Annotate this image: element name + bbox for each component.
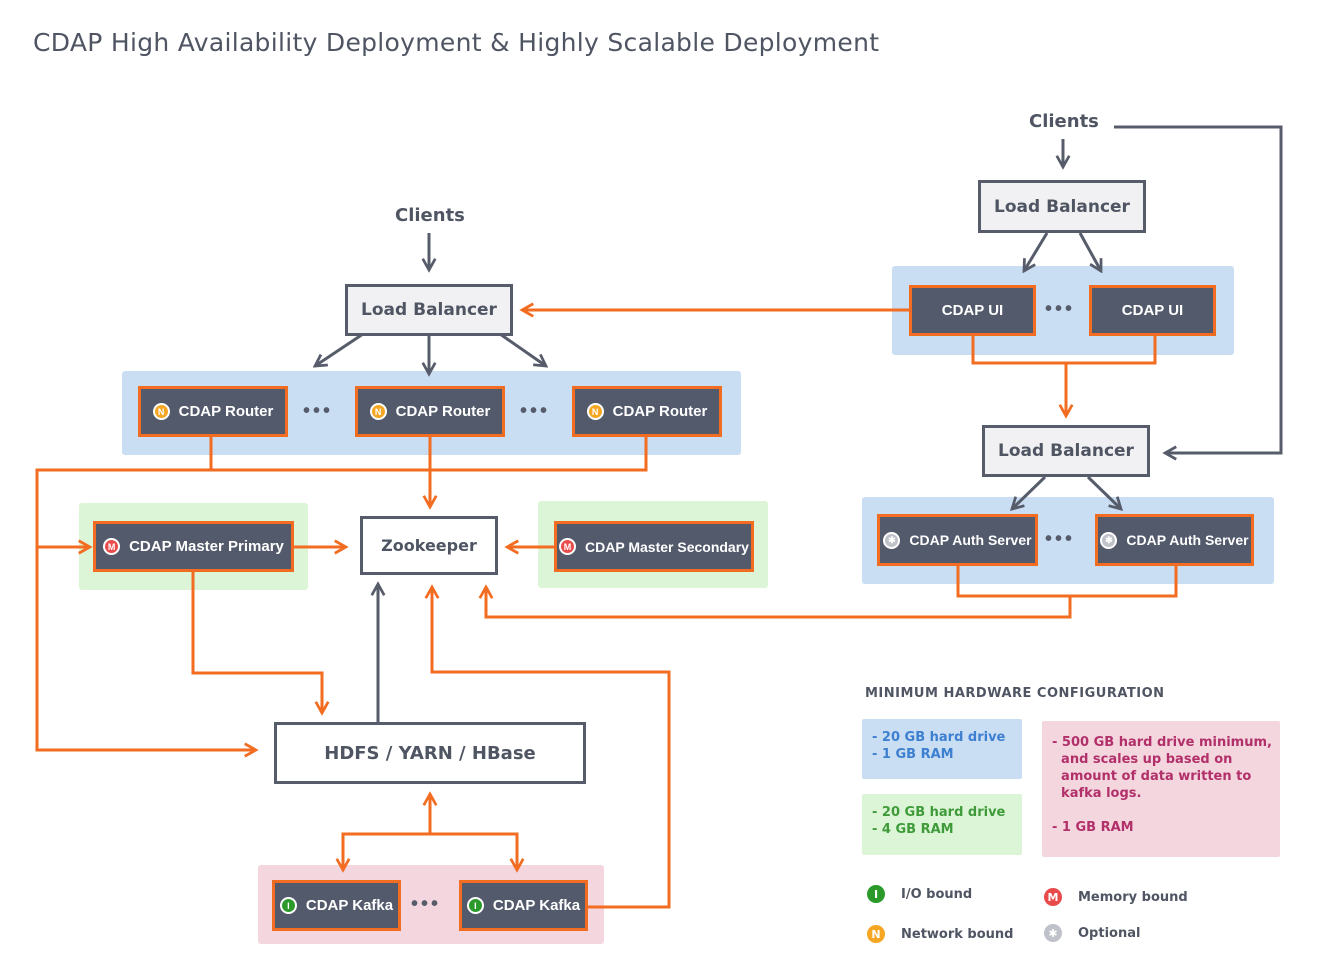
router-ellipsis-1: •••	[303, 400, 334, 422]
router-trunk-line	[35, 468, 256, 750]
cdap-kafka-1[interactable]: I CDAP Kafka	[272, 880, 401, 931]
cdap-auth-server-2-label: CDAP Auth Server	[1126, 532, 1249, 548]
memory-bound-icon: M	[559, 538, 577, 555]
hardware-line: and scales up based on	[1052, 752, 1233, 767]
clients-to-auth-lb-line	[1114, 125, 1283, 453]
legend-network-label: Network bound	[901, 926, 1014, 942]
hardware-line: - 1 GB RAM	[1052, 820, 1134, 835]
cdap-kafka-2-label: CDAP Kafka	[492, 897, 581, 914]
clients-label-right: Clients	[1029, 111, 1099, 132]
lb-to-ui1-line	[1024, 232, 1049, 271]
cdap-ui-1[interactable]: CDAP UI	[909, 285, 1036, 336]
memory-bound-icon: M	[1042, 886, 1064, 908]
auth-lb-to-auth2-line	[1086, 475, 1121, 509]
cdap-router-1-label: CDAP Router	[178, 403, 274, 420]
lb-to-router3-line	[499, 332, 546, 366]
kafka-to-zookeeper-line	[432, 587, 671, 909]
io-bound-icon: I	[279, 897, 297, 914]
legend-io-label: I/O bound	[901, 886, 973, 902]
load-balancer-main-label: Load Balancer	[361, 300, 497, 320]
lb-to-ui2-line	[1078, 232, 1101, 271]
cdap-auth-server-1[interactable]: ✱ CDAP Auth Server	[877, 514, 1038, 566]
hardware-pink-box: - 500 GB hard drive minimum, and scales …	[1042, 721, 1280, 857]
cdap-kafka-1-label: CDAP Kafka	[305, 897, 394, 914]
hardware-line: - 1 GB RAM	[872, 747, 954, 762]
auth-ellipsis: •••	[1045, 528, 1076, 550]
auth-lb-to-auth1-line	[1012, 475, 1047, 509]
routers-to-zookeeper-line	[209, 437, 648, 507]
legend-optional-label: Optional	[1078, 925, 1141, 941]
io-bound-icon: I	[865, 883, 887, 905]
cdap-router-2[interactable]: N CDAP Router	[355, 386, 505, 437]
hardware-line: - 20 GB hard drive	[872, 730, 1006, 745]
cdap-master-secondary[interactable]: M CDAP Master Secondary	[554, 521, 754, 572]
cdap-router-2-label: CDAP Router	[395, 403, 491, 420]
hdfs-yarn-hbase-label: HDFS / YARN / HBase	[324, 742, 536, 764]
hardware-line: amount of data written to	[1052, 769, 1252, 784]
network-bound-icon: N	[865, 923, 887, 945]
load-balancer-auth-label: Load Balancer	[998, 441, 1134, 461]
diagram-title: CDAP High Availability Deployment & High…	[33, 28, 880, 57]
hardware-config-title: MINIMUM HARDWARE CONFIGURATION	[865, 686, 1165, 701]
legend-network: N Network bound	[865, 923, 1014, 945]
legend-io: I I/O bound	[865, 883, 972, 905]
hardware-blue-box: - 20 GB hard drive - 1 GB RAM	[862, 719, 1022, 779]
legend-memory: M Memory bound	[1042, 886, 1188, 908]
clients-label-left: Clients	[395, 205, 465, 226]
load-balancer-main[interactable]: Load Balancer	[345, 284, 513, 336]
cdap-auth-server-1-label: CDAP Auth Server	[909, 532, 1032, 548]
memory-bound-icon: M	[103, 538, 121, 555]
optional-icon: ✱	[1100, 531, 1118, 549]
cdap-kafka-2[interactable]: I CDAP Kafka	[459, 880, 588, 931]
master-to-hdfs-line	[191, 571, 322, 713]
network-bound-icon: N	[369, 403, 387, 420]
hardware-line	[1052, 802, 1270, 819]
cdap-router-1[interactable]: N CDAP Router	[138, 386, 288, 437]
network-bound-icon: N	[586, 403, 604, 420]
load-balancer-ui[interactable]: Load Balancer	[978, 180, 1146, 233]
ui-ellipsis: •••	[1045, 298, 1076, 320]
cdap-auth-server-2[interactable]: ✱ CDAP Auth Server	[1095, 514, 1254, 566]
io-bound-icon: I	[466, 897, 484, 914]
router-ellipsis-2: •••	[520, 400, 551, 422]
cdap-router-3[interactable]: N CDAP Router	[572, 386, 722, 437]
hardware-green-box: - 20 GB hard drive - 4 GB RAM	[862, 794, 1022, 855]
hardware-line: - 20 GB hard drive	[872, 805, 1006, 820]
legend-optional: ✱ Optional	[1042, 922, 1140, 944]
kafka-ellipsis: •••	[411, 893, 442, 915]
hardware-line: - 500 GB hard drive minimum,	[1052, 735, 1272, 750]
zookeeper[interactable]: Zookeeper	[360, 516, 498, 575]
cdap-router-3-label: CDAP Router	[612, 403, 708, 420]
optional-icon: ✱	[1042, 922, 1064, 944]
auth-to-zookeeper-line	[486, 566, 1178, 619]
ui-to-auth-lb-line	[971, 336, 1157, 416]
cdap-ui-1-label: CDAP UI	[941, 302, 1004, 319]
hardware-line: kafka logs.	[1052, 786, 1142, 801]
load-balancer-ui-label: Load Balancer	[994, 196, 1130, 217]
network-bound-icon: N	[152, 403, 170, 420]
hardware-line: - 4 GB RAM	[872, 822, 954, 837]
legend-memory-label: Memory bound	[1078, 889, 1188, 905]
cdap-ui-2-label: CDAP UI	[1121, 302, 1184, 319]
kafka-to-hdfs-line	[341, 794, 519, 862]
cdap-master-secondary-label: CDAP Master Secondary	[585, 538, 749, 555]
cdap-master-primary[interactable]: M CDAP Master Primary	[93, 521, 294, 572]
optional-icon: ✱	[883, 531, 901, 549]
cdap-master-primary-label: CDAP Master Primary	[129, 538, 284, 555]
load-balancer-auth[interactable]: Load Balancer	[982, 425, 1150, 477]
lb-to-router1-line	[315, 332, 364, 366]
hdfs-yarn-hbase[interactable]: HDFS / YARN / HBase	[274, 722, 586, 784]
cdap-ui-2[interactable]: CDAP UI	[1089, 285, 1216, 336]
zookeeper-label: Zookeeper	[381, 536, 477, 555]
